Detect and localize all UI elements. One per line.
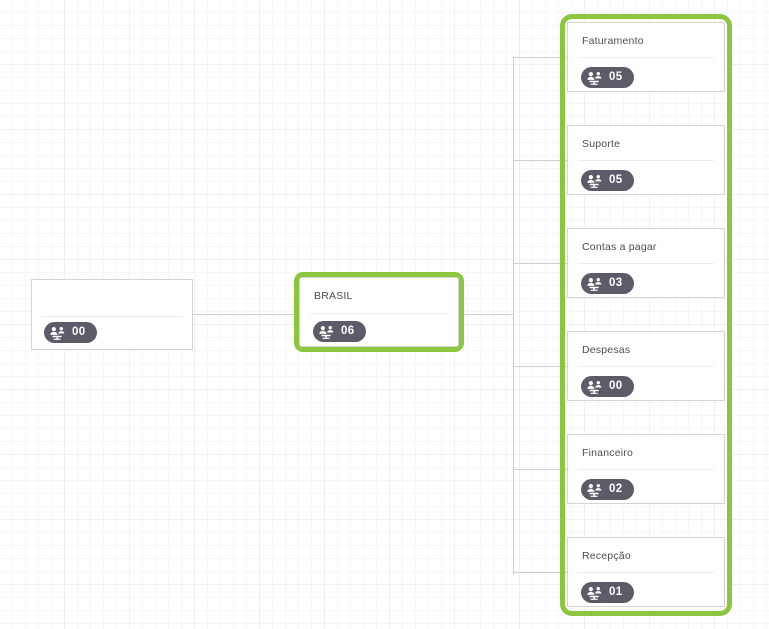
card-divider [578, 572, 714, 573]
group-users-icon [587, 380, 602, 394]
card-divider [578, 366, 714, 367]
group-users-icon [587, 586, 602, 600]
org-node-department-member-count: 02 [609, 482, 623, 495]
org-node-department[interactable]: Recepção 01 [567, 537, 725, 607]
org-node-department-title: Despesas [582, 344, 631, 356]
card-divider [578, 57, 714, 58]
org-node-department-member-badge[interactable]: 02 [581, 479, 634, 500]
connector-vertical-trunk [513, 57, 514, 575]
group-users-icon [587, 277, 602, 291]
org-node-department[interactable]: Suporte 05 [567, 125, 725, 195]
connector-branch-faturamento [513, 57, 567, 58]
group-users-icon [587, 71, 602, 85]
org-node-root-member-count: 00 [72, 325, 86, 338]
org-node-department[interactable]: Financeiro 02 [567, 434, 725, 504]
org-node-department-member-count: 05 [609, 173, 623, 186]
org-node-department-title: Recepção [582, 550, 631, 562]
org-node-department-title: Faturamento [582, 35, 644, 47]
org-node-department[interactable]: Despesas 00 [567, 331, 725, 401]
org-node-root-member-badge[interactable]: 00 [44, 322, 97, 343]
group-users-icon [587, 483, 602, 497]
org-node-department-member-count: 03 [609, 276, 623, 289]
org-node-department-member-count: 01 [609, 585, 623, 598]
department-group-selection-frame [560, 14, 732, 616]
org-node-department-member-badge[interactable]: 05 [581, 170, 634, 191]
org-node-department-member-badge[interactable]: 00 [581, 376, 634, 397]
org-node-department-title: Financeiro [582, 447, 634, 459]
connector-branch-contas-a-pagar [513, 263, 567, 264]
connector-branch-despesas [513, 366, 567, 367]
org-node-department-member-count: 00 [609, 379, 623, 392]
group-users-icon [50, 326, 65, 340]
card-divider [578, 263, 714, 264]
card-divider [578, 469, 714, 470]
card-divider [310, 313, 448, 314]
org-node-department[interactable]: Faturamento 05 [567, 22, 725, 92]
card-divider [578, 160, 714, 161]
connector-branch-financeiro [513, 469, 567, 470]
org-node-department-member-badge[interactable]: 05 [581, 67, 634, 88]
org-node-department[interactable]: Contas a pagar 03 [567, 228, 725, 298]
org-node-department-member-badge[interactable]: 03 [581, 273, 634, 294]
card-divider [42, 316, 182, 317]
org-node-department-title: Suporte [582, 138, 621, 150]
connector-brasil-to-trunk [464, 314, 513, 315]
org-node-brasil[interactable]: BRASIL 06 [299, 277, 459, 347]
org-node-department-member-badge[interactable]: 01 [581, 582, 634, 603]
connector-root-to-brasil [193, 314, 294, 315]
group-users-icon [319, 325, 334, 339]
org-node-department-member-count: 05 [609, 70, 623, 83]
connector-branch-recepcao [513, 572, 567, 573]
org-node-brasil-member-count: 06 [341, 324, 355, 337]
org-node-brasil-member-badge[interactable]: 06 [313, 321, 366, 342]
group-users-icon [587, 174, 602, 188]
connector-branch-suporte [513, 160, 567, 161]
org-node-department-title: Contas a pagar [582, 241, 657, 253]
org-node-brasil-title: BRASIL [314, 290, 353, 302]
